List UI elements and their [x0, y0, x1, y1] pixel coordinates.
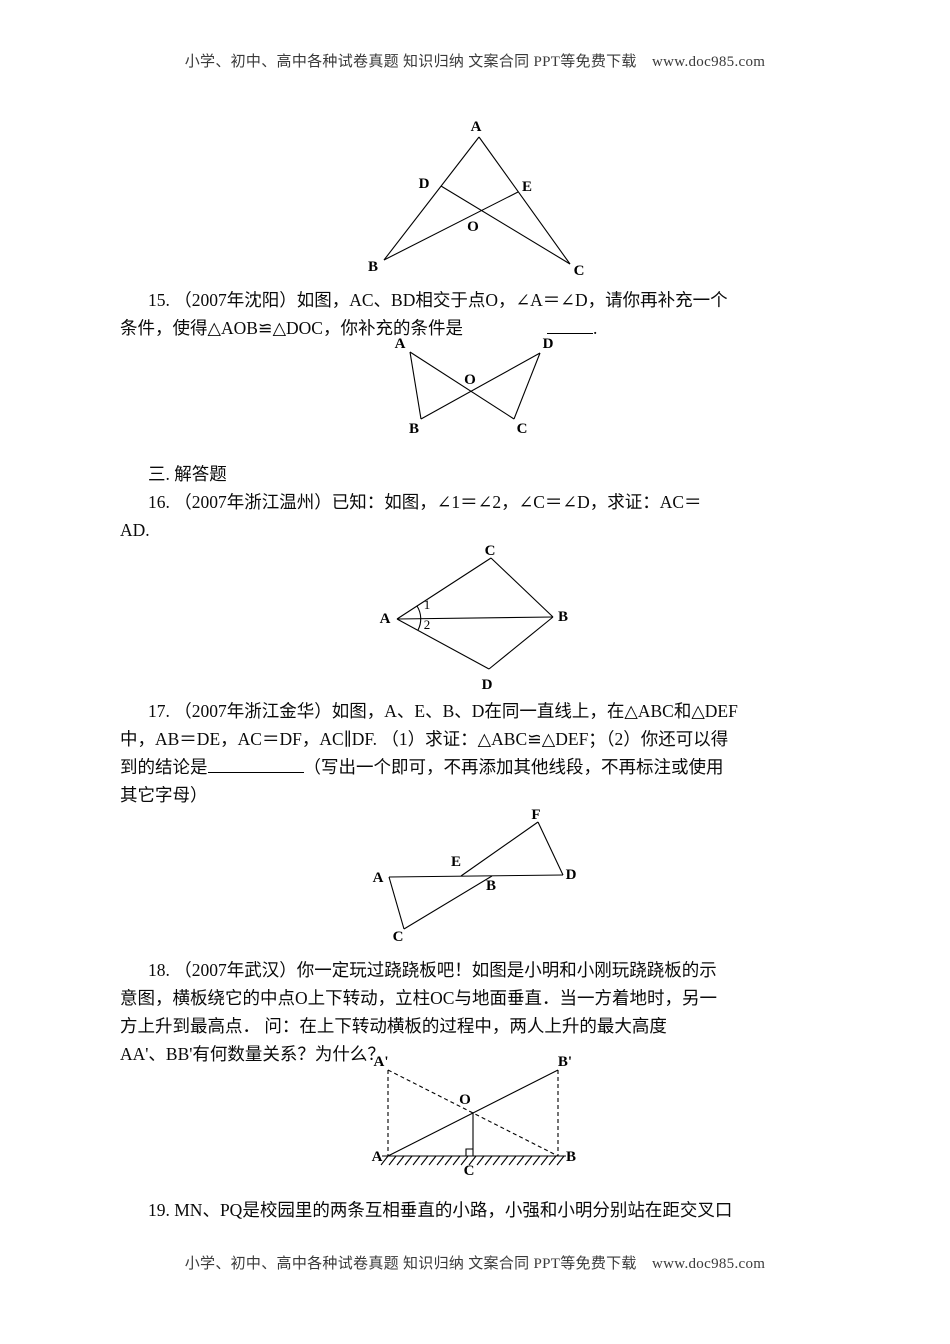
q17-line3-text-a: 到的结论是: [120, 757, 208, 777]
point-label-D: D: [419, 176, 430, 192]
q16-text-line1: 16. （2007年浙江温州）已知：如图，∠1＝∠2，∠C＝∠D，求证：AC＝: [148, 492, 702, 512]
ground-hatching: [380, 1155, 565, 1166]
q18-text-line2: 意图，横板绕它的中点O上下转动，立柱OC与地面垂直．当一方着地时，另一: [120, 988, 717, 1008]
q15-text-line2: 条件，使得△AOB≌△DOC，你补充的条件是.: [120, 316, 597, 340]
q15-text-line1: 15. （2007年沈阳）如图，AC、BD相交于点O，∠A＝∠D，请你再补充一个: [148, 290, 728, 310]
figure-lines: [388, 821, 564, 930]
angle-label-1: 1: [424, 597, 431, 612]
point-label-B: B: [558, 609, 568, 625]
figure-lines: [409, 351, 541, 420]
point-label-A-prime: A': [374, 1054, 389, 1070]
q17-text-line1: 17. （2007年浙江金华）如图，A、E、B、D在同一直线上，在△ABC和△D…: [148, 701, 738, 721]
q17-text-line3: 到的结论是 （写出一个即可，不再添加其他线段，不再标注或使用: [120, 755, 724, 779]
right-angle-mark: [465, 1148, 473, 1156]
point-label-O: O: [467, 219, 479, 235]
point-label-D: D: [543, 336, 554, 352]
point-label-B: B: [368, 259, 378, 275]
page-header: 小学、初中、高中各种试卷真题 知识归纳 文案合同 PPT等免费下载 www.do…: [184, 54, 766, 70]
point-label-C: C: [517, 421, 528, 437]
point-label-D: D: [566, 867, 577, 883]
point-label-B: B: [486, 878, 496, 894]
point-label-E: E: [522, 179, 532, 195]
figure-triangle-with-cevians: A B C D E O: [368, 119, 585, 279]
figure-q15-intersecting-segments: A D O B C: [395, 336, 554, 437]
figure-q17-triangles: F E A B D C: [373, 807, 577, 945]
point-label-C: C: [574, 263, 585, 279]
q19-text-line1: 19. MN、PQ是校园里的两条互相垂直的小路，小强和小明分别站在距交叉口: [148, 1200, 733, 1220]
section3-heading: 三. 解答题: [148, 464, 227, 484]
q16-text-line2: AD.: [120, 520, 150, 540]
angle-label-2: 2: [424, 617, 431, 632]
q17-answer-blank: [207, 757, 304, 773]
q17-text-line4: 其它字母）: [120, 785, 208, 805]
figure-q18-seesaw: A' B' O A B C: [372, 1054, 576, 1179]
point-label-A: A: [471, 119, 482, 135]
q18-text-line4: AA'、BB'有何数量关系？为什么？: [120, 1044, 385, 1064]
point-label-C: C: [393, 929, 404, 945]
figure-lines: [396, 557, 554, 670]
point-label-B: B: [409, 421, 419, 437]
point-label-A: A: [380, 611, 391, 627]
point-label-E: E: [451, 854, 461, 870]
page-footer: 小学、初中、高中各种试卷真题 知识归纳 文案合同 PPT等免费下载 www.do…: [184, 1256, 766, 1272]
point-label-A: A: [372, 1149, 383, 1165]
figure-lines: [382, 1069, 566, 1157]
point-label-B-prime: B': [558, 1054, 572, 1070]
point-label-C: C: [485, 543, 496, 559]
point-label-F: F: [531, 807, 540, 823]
angle-arc: [416, 605, 422, 631]
point-label-A: A: [395, 336, 406, 352]
q18-text-line3: 方上升到最高点． 问：在上下转动横板的过程中，两人上升的最大高度: [120, 1016, 667, 1036]
point-label-A: A: [373, 870, 384, 886]
point-label-C: C: [464, 1163, 475, 1179]
q15-answer-blank: [546, 318, 593, 334]
q15-line2-text: 条件，使得△AOB≌△DOC，你补充的条件是: [120, 318, 463, 338]
q17-line3-text-b: （写出一个即可，不再添加其他线段，不再标注或使用: [303, 757, 724, 777]
point-label-D: D: [482, 677, 493, 693]
q17-text-line2: 中，AB＝DE，AC＝DF，AC∥DF. （1）求证：△ABC≌△DEF；（2）…: [120, 729, 729, 749]
figure-lines: [383, 136, 571, 265]
q18-text-line1: 18. （2007年武汉）你一定玩过跷跷板吧！如图是小明和小刚玩跷跷板的示: [148, 960, 717, 980]
q15-line2-period: .: [592, 318, 598, 338]
point-label-O: O: [459, 1092, 471, 1108]
point-label-O: O: [464, 372, 476, 388]
figure-q16-kite: C A B D 1 2: [380, 543, 568, 693]
point-label-B: B: [566, 1149, 576, 1165]
